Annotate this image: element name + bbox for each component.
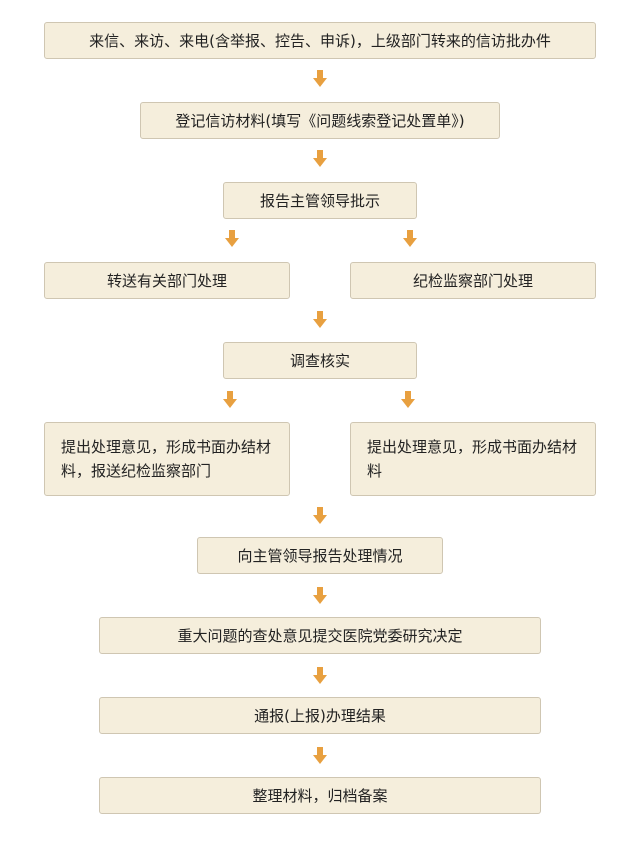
down-arrow-icon: [313, 311, 327, 328]
node-receive-petitions-label: 来信、来访、来电(含举报、控告、申诉)，上级部门转来的信访批办件: [89, 31, 551, 50]
node-party-committee-decision-label: 重大问题的查处意见提交医院党委研究决定: [177, 626, 463, 645]
down-arrow-icon: [313, 587, 327, 604]
node-party-committee-decision: 重大问题的查处意见提交医院党委研究决定: [99, 617, 541, 654]
node-forward-to-department: 转送有关部门处理: [44, 262, 290, 299]
node-report-result-to-leader-label: 向主管领导报告处理情况: [237, 546, 403, 565]
down-arrow-icon: [313, 667, 327, 684]
node-notify-result-label: 通报(上报)办理结果: [254, 706, 386, 725]
node-investigate: 调查核实: [223, 342, 417, 379]
node-opinion-and-report: 提出处理意见，形成书面办结材料，报送纪检监察部门: [44, 422, 290, 496]
down-arrow-icon: [225, 230, 239, 247]
node-report-to-leader: 报告主管领导批示: [223, 182, 417, 219]
node-report-to-leader-label: 报告主管领导批示: [259, 191, 380, 210]
node-opinion-written-label: 提出处理意见，形成书面办结材料: [367, 438, 578, 480]
down-arrow-icon: [403, 230, 417, 247]
node-discipline-department: 纪检监察部门处理: [350, 262, 596, 299]
node-opinion-written: 提出处理意见，形成书面办结材料: [350, 422, 596, 496]
node-register-materials: 登记信访材料(填写《问题线索登记处置单》): [140, 102, 500, 139]
node-investigate-label: 调查核实: [289, 351, 350, 370]
node-opinion-and-report-label: 提出处理意见，形成书面办结材料，报送纪检监察部门: [61, 438, 272, 480]
node-receive-petitions: 来信、来访、来电(含举报、控告、申诉)，上级部门转来的信访批办件: [44, 22, 596, 59]
node-discipline-department-label: 纪检监察部门处理: [412, 271, 533, 290]
node-forward-to-department-label: 转送有关部门处理: [106, 271, 227, 290]
down-arrow-icon: [223, 391, 237, 408]
down-arrow-icon: [313, 747, 327, 764]
down-arrow-icon: [401, 391, 415, 408]
node-report-result-to-leader: 向主管领导报告处理情况: [197, 537, 443, 574]
down-arrow-icon: [313, 150, 327, 167]
node-archive: 整理材料，归档备案: [99, 777, 541, 814]
down-arrow-icon: [313, 507, 327, 524]
down-arrow-icon: [313, 70, 327, 87]
node-archive-label: 整理材料，归档备案: [252, 786, 388, 805]
node-register-materials-label: 登记信访材料(填写《问题线索登记处置单》): [175, 111, 465, 130]
node-notify-result: 通报(上报)办理结果: [99, 697, 541, 734]
